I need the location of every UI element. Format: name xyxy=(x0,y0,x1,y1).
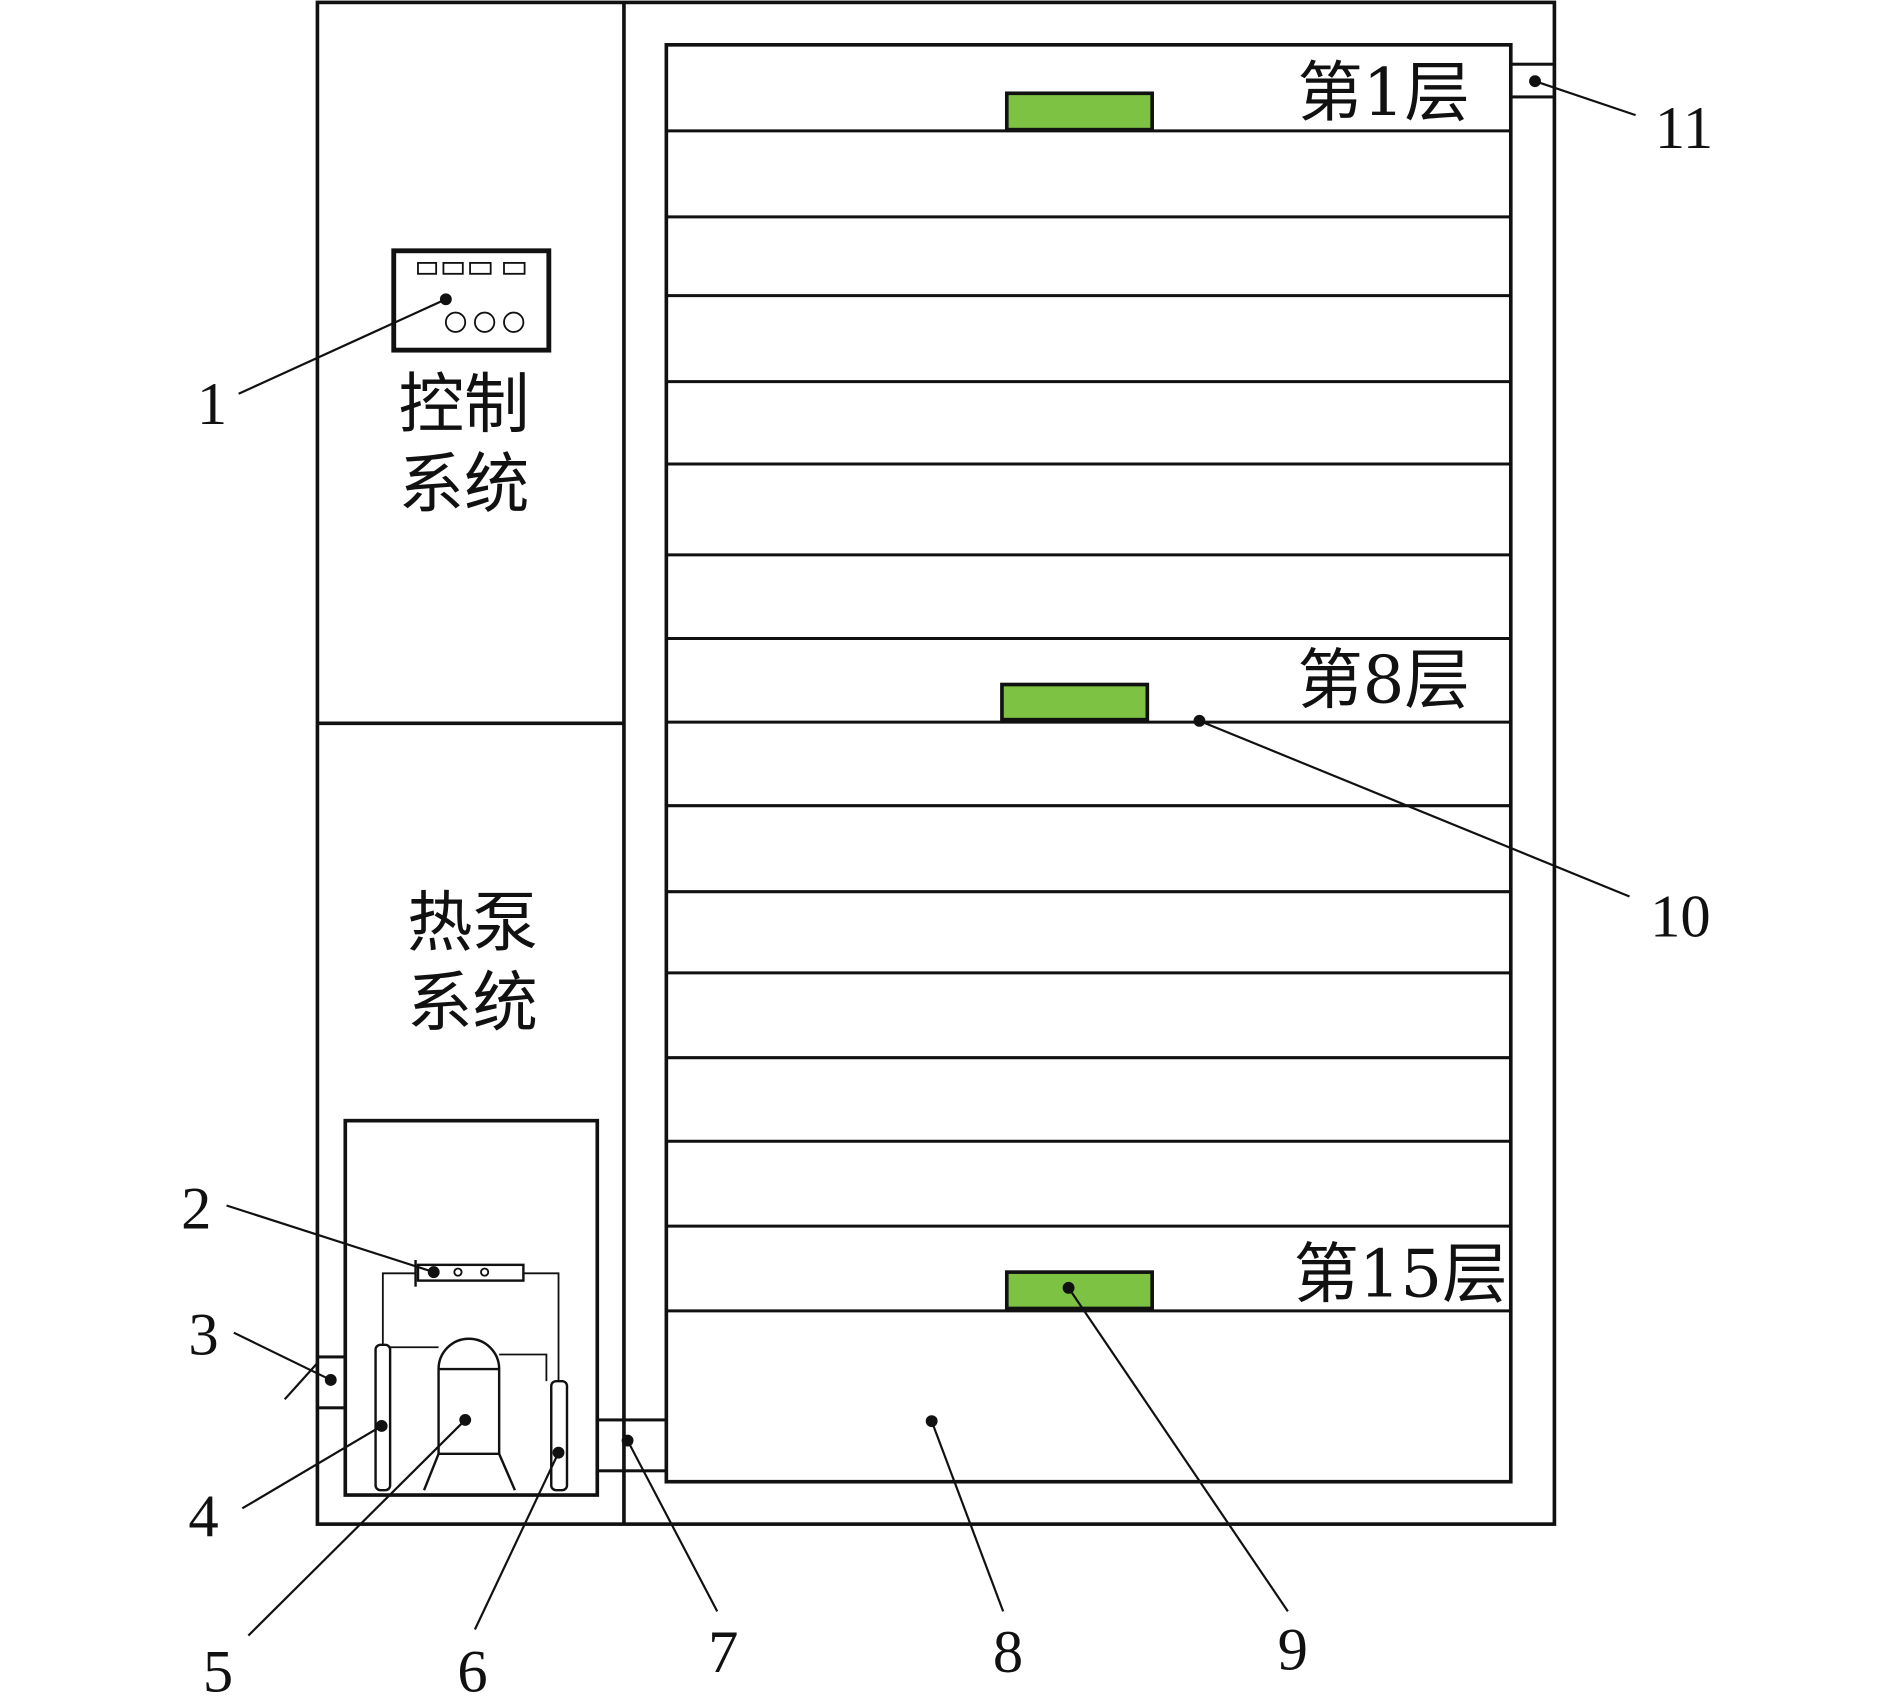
sample-tray-layer-8 xyxy=(1000,682,1150,722)
heat-pump-label-1: 热泵 xyxy=(407,885,538,961)
callout-3: 3 xyxy=(188,1302,218,1369)
sample-tray-layer-1 xyxy=(1004,91,1154,132)
air-inlet xyxy=(315,1355,347,1410)
callout-4: 4 xyxy=(188,1483,218,1550)
callout-5: 5 xyxy=(203,1638,233,1701)
heat-pump-unit xyxy=(343,1118,600,1497)
drying-chamber xyxy=(664,43,1513,1484)
outer-frame xyxy=(315,0,1557,1526)
condenser xyxy=(374,1343,392,1492)
callout-11: 11 xyxy=(1655,95,1713,162)
evaporator xyxy=(550,1379,569,1492)
callout-1: 1 xyxy=(197,371,227,438)
callout-6: 6 xyxy=(457,1638,487,1701)
heat-pump-label-2: 系统 xyxy=(407,965,538,1041)
callout-2: 2 xyxy=(181,1176,211,1243)
callout-7: 7 xyxy=(708,1619,738,1686)
control-system-label-1: 控制 xyxy=(399,366,530,442)
layer-8-label: 第8层 xyxy=(1297,643,1469,719)
control-system-label-2: 系统 xyxy=(399,446,530,522)
callout-8: 8 xyxy=(993,1619,1023,1686)
layer-15-label: 第15层 xyxy=(1294,1236,1508,1312)
layer-1-label: 第1层 xyxy=(1297,55,1469,131)
shelves xyxy=(666,129,1511,1313)
leader-lines xyxy=(226,75,1636,1637)
air-duct xyxy=(595,1418,668,1473)
air-outlet xyxy=(1509,62,1556,99)
control-panel xyxy=(391,248,552,353)
callout-9: 9 xyxy=(1278,1617,1308,1684)
compressor xyxy=(437,1337,501,1456)
callout-10: 10 xyxy=(1650,884,1711,951)
